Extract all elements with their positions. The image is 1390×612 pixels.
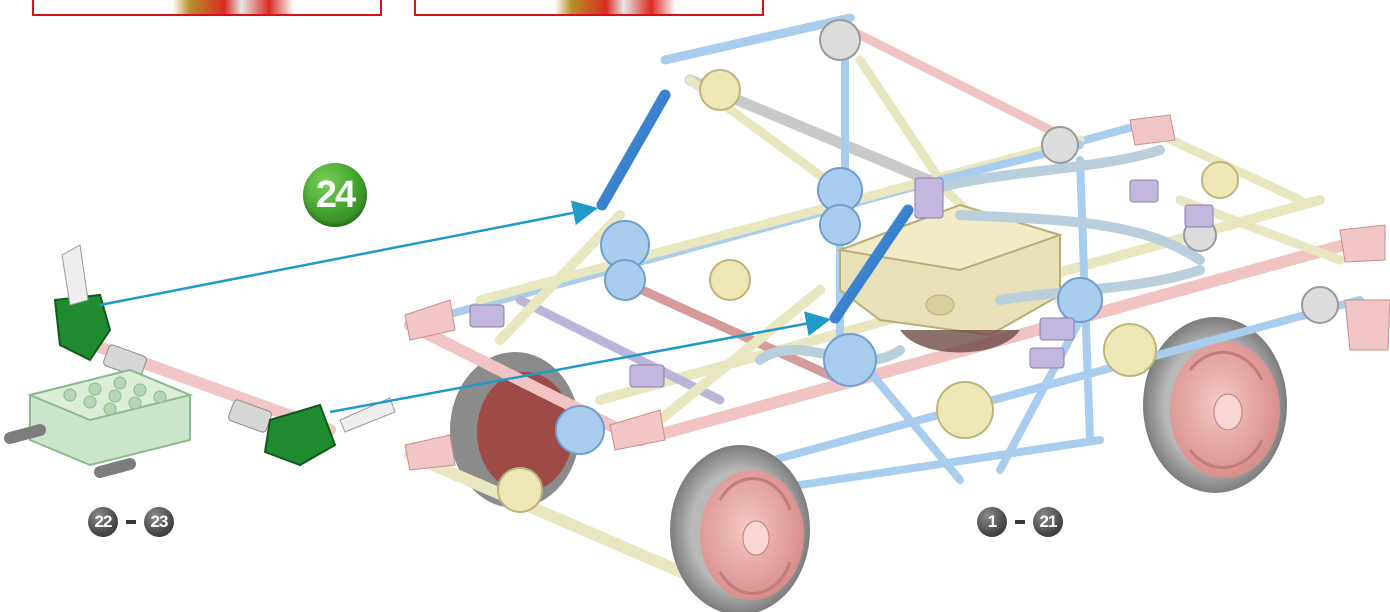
range-end-number: 23 <box>151 512 168 532</box>
range-start-badge: 1 <box>977 507 1007 537</box>
range-end-badge: 23 <box>144 507 174 537</box>
range-start-number: 1 <box>988 512 996 532</box>
range-dash <box>126 520 136 524</box>
range-start-badge: 22 <box>88 507 118 537</box>
range-start-number: 22 <box>95 512 112 532</box>
step-number: 24 <box>316 174 354 217</box>
subassembly-range: 22 23 <box>88 507 174 537</box>
bumper-subassembly <box>10 245 395 472</box>
range-end-number: 21 <box>1040 512 1057 532</box>
main-assembly-range: 1 21 <box>977 507 1063 537</box>
range-end-badge: 21 <box>1033 507 1063 537</box>
car-assembly <box>405 18 1390 612</box>
step-number-badge: 24 <box>303 163 367 227</box>
front-left-wheel <box>670 445 810 612</box>
range-dash <box>1015 520 1025 524</box>
